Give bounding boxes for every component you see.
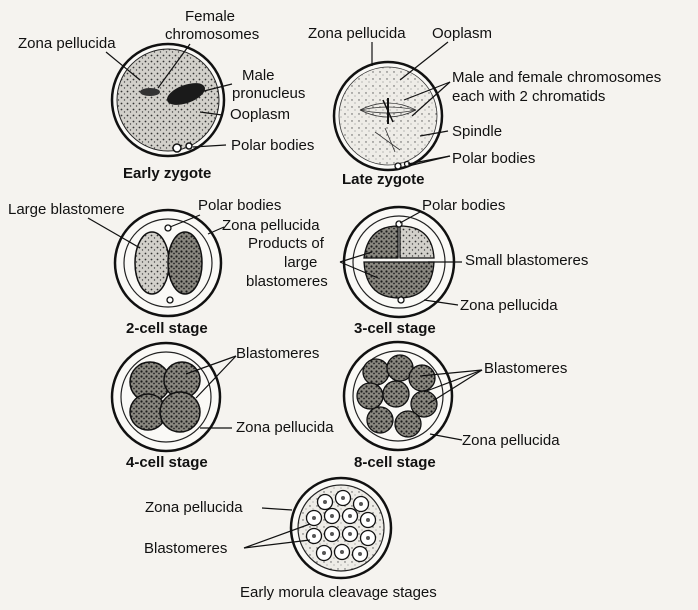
three-cell-caption: 3-cell stage: [354, 320, 436, 337]
two-cell-polar-body-top: [165, 225, 171, 231]
eight-cell-blastomere-8: [395, 411, 421, 437]
three-cell-zona-label: Zona pellucida: [460, 297, 558, 314]
chromosomes-label-line1: Male and female chromosomes: [452, 69, 661, 86]
female-chromosomes-label-line1: Female: [185, 8, 235, 25]
male-pronucleus-label-line1: Male: [242, 67, 275, 84]
two-cell-polar-body-bottom: [167, 297, 173, 303]
chromosomes-label-line2: each with 2 chromatids: [452, 88, 605, 105]
early-zygote-polar-bodies-label: Polar bodies: [231, 137, 314, 154]
eight-cell-blastomeres-label: Blastomeres: [484, 360, 567, 377]
products-label-line2: large: [284, 254, 317, 271]
two-cell-figure: Large blastomere Polar bodies Zona pellu…: [8, 197, 320, 337]
early-zygote-caption: Early zygote: [123, 165, 211, 182]
early-polar-body-1: [173, 144, 181, 152]
two-cell-polar-bodies-label: Polar bodies: [198, 197, 281, 214]
eight-cell-blastomere-5: [383, 381, 409, 407]
late-zygote-figure: Zona pellucida Ooplasm Male and female c…: [308, 25, 661, 188]
four-cell-blastomere-4: [160, 392, 200, 432]
morula-figure: Zona pellucida Blastomeres Early morula …: [144, 478, 437, 601]
late-zygote-ooplasm-label: Ooplasm: [432, 25, 492, 42]
four-cell-figure: Blastomeres Zona pellucida 4-cell stage: [112, 343, 334, 471]
female-chromosome-shape: [140, 88, 160, 96]
eight-cell-caption: 8-cell stage: [354, 454, 436, 471]
small-blastomeres-label: Small blastomeres: [465, 252, 588, 269]
eight-cell-zona-label: Zona pellucida: [462, 432, 560, 449]
early-zygote-zona-label: Zona pellucida: [18, 35, 116, 52]
male-pronucleus-label-line2: pronucleus: [232, 85, 305, 102]
morula-caption: Early morula cleavage stages: [240, 584, 437, 601]
spindle-label: Spindle: [452, 123, 502, 140]
morula-blastomeres-label: Blastomeres: [144, 540, 227, 557]
eight-cell-figure: Blastomeres Zona pellucida 8-cell stage: [344, 342, 567, 471]
eight-cell-blastomere-3: [409, 365, 435, 391]
late-zygote-zona-label: Zona pellucida: [308, 25, 406, 42]
three-cell-polar-bodies-label: Polar bodies: [422, 197, 505, 214]
products-label-line3: blastomeres: [246, 273, 328, 290]
four-cell-blastomeres-label: Blastomeres: [236, 345, 319, 362]
four-cell-caption: 4-cell stage: [126, 454, 208, 471]
morula-zona-label: Zona pellucida: [145, 499, 243, 516]
early-zygote-figure: Zona pellucida Female chromosomes Male p…: [18, 8, 314, 182]
eight-cell-blastomere-1: [363, 359, 389, 385]
four-cell-zona-label: Zona pellucida: [236, 419, 334, 436]
eight-cell-blastomere-4: [357, 383, 383, 409]
two-cell-blastomere-right: [168, 232, 202, 294]
three-cell-polar-body-bottom: [398, 297, 404, 303]
early-zygote-ooplasm-label: Ooplasm: [230, 106, 290, 123]
two-cell-caption: 2-cell stage: [126, 320, 208, 337]
early-polar-body-2: [186, 143, 192, 149]
female-chromosomes-label-line2: chromosomes: [165, 26, 259, 43]
eight-cell-blastomere-7: [367, 407, 393, 433]
late-zygote-polar-bodies-label: Polar bodies: [452, 150, 535, 167]
late-zygote-caption: Late zygote: [342, 171, 425, 188]
large-blastomere-label: Large blastomere: [8, 201, 125, 218]
two-cell-blastomere-left: [135, 232, 169, 294]
products-label-line1: Products of: [248, 235, 325, 252]
two-cell-zona-label: Zona pellucida: [222, 217, 320, 234]
